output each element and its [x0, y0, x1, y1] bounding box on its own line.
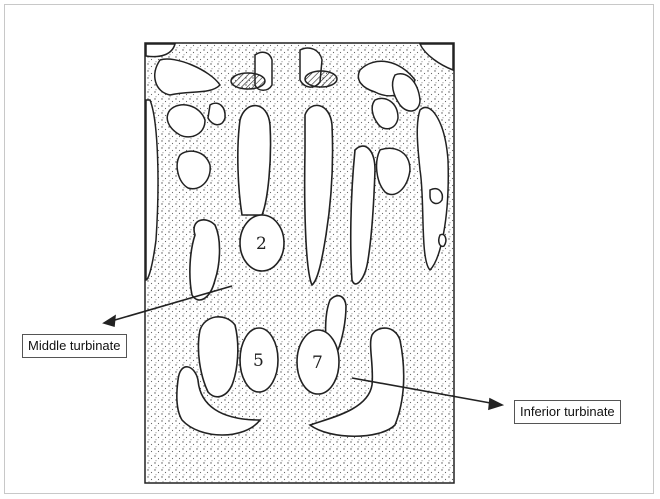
middle-turbinate-label: Middle turbinate — [22, 334, 127, 358]
middle-arrowhead-icon — [104, 316, 115, 326]
label-2: 2 — [256, 234, 267, 254]
label-5: 5 — [253, 351, 264, 371]
label-7: 7 — [312, 353, 323, 373]
inferior-arrowhead-icon — [489, 399, 502, 409]
inferior-turbinate-label: Inferior turbinate — [514, 400, 621, 424]
stippled-tissue — [145, 43, 454, 483]
